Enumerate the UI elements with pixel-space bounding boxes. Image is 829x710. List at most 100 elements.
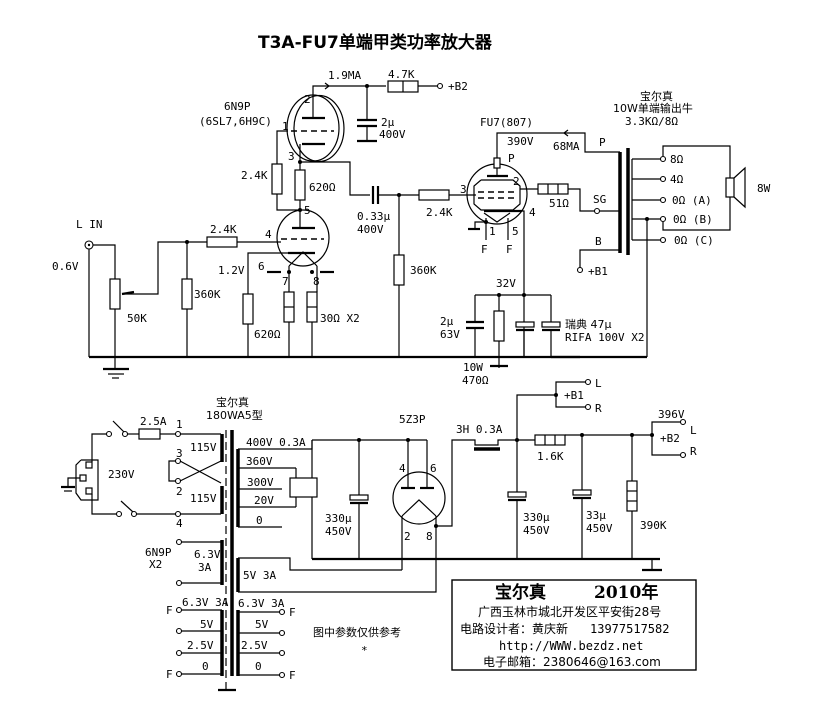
label-speaker: 8W [757,182,771,195]
resistor-620-cathode [242,293,254,325]
b2-terminal-l [679,418,687,426]
pin-label: 4 [529,206,536,219]
label-cap3-v: 450V [586,522,613,535]
label-fil-right: 6.3V 3A [238,597,285,610]
label-tap-sg: SG [593,193,606,206]
label-fil-left: 2.5V [187,639,214,652]
label-b2-ps: +B2 [660,432,680,445]
label-f: F [289,669,296,682]
label-cathode-v-out: 32V [496,277,516,290]
label-r-1k6: 1.6K [537,450,564,463]
label-b1-ot: +B1 [588,265,608,278]
label-cap1-v: 450V [325,525,352,538]
label-pot-50k: 50K [127,312,147,325]
label-b1-l: L [595,377,602,390]
pin-label: 2 [404,530,411,543]
power-switch-upper[interactable] [112,420,125,433]
label-r-620-cathode: 620Ω [254,328,281,341]
label-rectifier: 5Z3P [399,413,426,426]
filament-label: F [506,243,513,256]
label-r-390k: 390K [640,519,667,532]
pin-label: 6 [430,462,437,475]
label-mains: 230V [108,468,135,481]
label-sec-400v: 400V 0.3A [246,436,306,449]
mains-socket-icon[interactable] [75,459,99,501]
label-r-2k4-input: 2.4K [210,223,237,236]
label-coupling-cap: 0.33μ [357,210,390,223]
label-r-51: 51Ω [549,197,569,210]
label-rifa-caps: 瑞典 47μ [565,317,612,331]
info-address: 广西玉林市城北开发区平安街28号 [478,604,661,619]
note-mark: * [361,644,368,657]
label-b2-l: L [690,424,697,437]
label-sec-360v: 360V [246,455,273,468]
label-heater-v: 6.3V [194,548,221,561]
label-cathode-v: 1.2V [218,264,245,277]
label-r-470: 470Ω [462,374,489,387]
b1-terminal-ot [576,266,584,274]
info-year: 2010年 [594,582,658,603]
resistor-390k [626,480,638,512]
pin-label: 4 [399,462,406,475]
pin-label: 8 [313,275,320,288]
resistor-2k4-grid [271,163,283,195]
label-tap-0c: 0Ω (C) [674,234,714,247]
speaker-icon [725,166,746,209]
fuse-icon [138,428,161,440]
resistor-2k4-input [206,236,238,248]
label-plate-p: P [508,152,515,165]
label-b2-r: R [690,445,697,458]
label-tap-b: B [595,235,602,248]
pin-label: 2 [176,485,183,498]
resistor-360k-grid [393,254,405,286]
label-r-360k-grid: 360K [410,264,437,277]
pin-label: 5 [304,204,311,217]
info-designer: 电路设计者：黄庆新 [460,621,568,636]
b2-terminal-r [679,451,687,459]
label-b2-voltage: 396V [658,408,685,421]
label-f: F [166,668,173,681]
label-r-30: 30Ω X2 [320,312,360,325]
label-output-tube: FU7(807) [480,116,533,129]
pin-label: 4 [265,228,272,241]
filament-label: F [481,243,488,256]
volume-pot[interactable] [109,278,121,310]
label-cap2-v: 450V [523,524,550,537]
pin-label: 3 [176,447,183,460]
label-primary-115v: 115V [190,492,217,505]
label-fil-left: 6.3V 3A [182,596,229,609]
pin-label: 7 [282,275,289,288]
label-ot-ratio: 3.3KΩ/8Ω [625,115,678,128]
info-url[interactable]: http://WWW.bezdz.net [499,639,644,653]
label-tap-4ohm: 4Ω [670,173,684,186]
schematic-title: T3A-FU7单端甲类功率放大器 [258,32,493,53]
power-switch-lower[interactable] [120,500,134,513]
info-brand: 宝尔真 [495,582,546,603]
label-fil-left: 5V [200,618,214,631]
label-fil-left: 0 [202,660,209,673]
label-b2: +B2 [448,80,468,93]
label-coupling-cap-v: 400V [357,223,384,236]
pin-label: 1 [282,120,289,133]
pin-label: 1 [176,418,183,431]
info-box: 宝尔真 2010年 广西玉林市城北开发区平安街28号 电路设计者：黄庆新 139… [451,579,697,671]
info-email[interactable]: 电子邮箱：2380646@163.com [483,654,661,669]
pin-label: 2 [513,175,520,188]
label-sec-300v: 300V [247,476,274,489]
label-f: F [289,606,296,619]
b1-terminal-l [584,378,592,386]
resistor-360k-input [181,278,193,310]
label-driver-current: 1.9MA [328,69,361,82]
label-bypass-cap: 2μ [440,315,454,328]
pin-label: 4 [176,517,183,530]
rectifier-tube [392,471,446,525]
resistor-2k4-stopper [418,189,450,201]
label-ot-brand: 宝尔真 [640,89,673,103]
label-b1-ps: +B1 [564,389,584,402]
pin-label: 2 [304,93,311,106]
label-tap-0b: 0Ω (B) [673,213,713,226]
bridge-rectifier [289,477,318,498]
label-sec-0: 0 [256,514,263,527]
label-r-4k7: 4.7K [388,68,415,81]
label-cap2: 330μ [523,511,550,524]
